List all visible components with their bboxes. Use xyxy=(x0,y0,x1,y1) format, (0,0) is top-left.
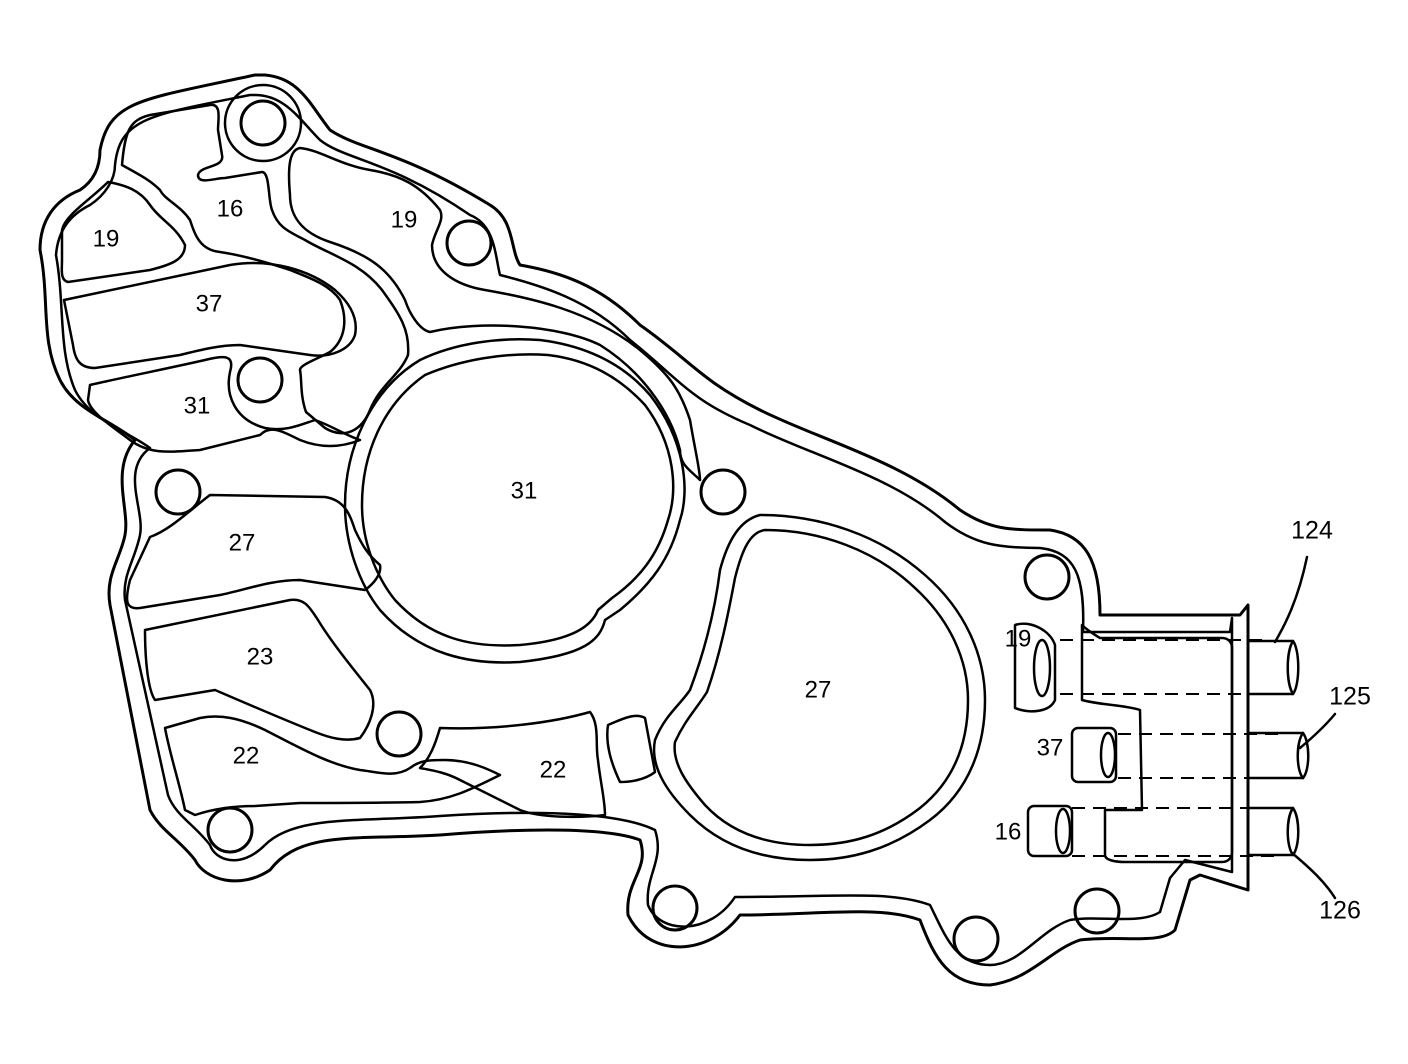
bolt-hole xyxy=(699,468,747,516)
bolt-hole xyxy=(236,356,284,404)
label-27-bore: 27 xyxy=(805,676,832,703)
bore-27 xyxy=(652,513,987,862)
passage-37 xyxy=(62,261,357,370)
leader-lines xyxy=(1273,555,1337,900)
passage-16 xyxy=(120,103,410,435)
passage-31-left xyxy=(86,355,362,453)
label-31-bore: 31 xyxy=(511,477,538,504)
passages xyxy=(60,103,702,819)
leader-125 xyxy=(1298,712,1337,750)
callout-125: 125 xyxy=(1329,683,1371,711)
bolt-hole xyxy=(206,806,254,854)
label-22-left: 22 xyxy=(233,742,260,769)
bolt-hole xyxy=(375,710,423,758)
passage-22-left xyxy=(163,715,502,817)
bolt-holes xyxy=(154,83,1121,963)
callout-124: 124 xyxy=(1291,517,1333,545)
passage-27-left xyxy=(125,493,382,610)
passage-22-right xyxy=(418,710,607,819)
callout-126: 126 xyxy=(1319,897,1361,925)
passage-19-upper-center xyxy=(287,146,702,482)
bolt-hole xyxy=(239,99,287,147)
bolt-hole xyxy=(952,915,1000,963)
label-27-left: 27 xyxy=(229,529,256,556)
label-23: 23 xyxy=(247,643,274,670)
label-19-port: 19 xyxy=(1005,625,1032,652)
bolt-hole xyxy=(1023,553,1071,601)
label-37-port: 37 xyxy=(1037,734,1064,761)
bolt-hole xyxy=(154,468,202,516)
pipe-housing xyxy=(1013,622,1310,864)
label-19-upper-center: 19 xyxy=(391,206,418,233)
leader-124 xyxy=(1273,555,1309,644)
label-19-upper-left: 19 xyxy=(93,225,120,252)
bolt-hole xyxy=(1073,887,1121,935)
label-31-left: 31 xyxy=(184,392,211,419)
passage-19-upper-left xyxy=(60,180,187,284)
bolt-hole xyxy=(651,884,699,932)
passage-labels: 19 16 19 37 31 31 27 23 22 22 27 19 37 1… xyxy=(93,195,1371,924)
bolt-hole xyxy=(445,219,493,267)
label-16: 16 xyxy=(217,195,244,222)
label-16-port: 16 xyxy=(995,818,1022,845)
bores xyxy=(343,338,987,862)
passage-23 xyxy=(143,598,375,741)
label-37: 37 xyxy=(196,290,223,317)
passage-small-block xyxy=(606,714,657,784)
bore-31 xyxy=(343,338,686,664)
label-22-right: 22 xyxy=(540,756,567,783)
leader-126 xyxy=(1290,851,1337,900)
